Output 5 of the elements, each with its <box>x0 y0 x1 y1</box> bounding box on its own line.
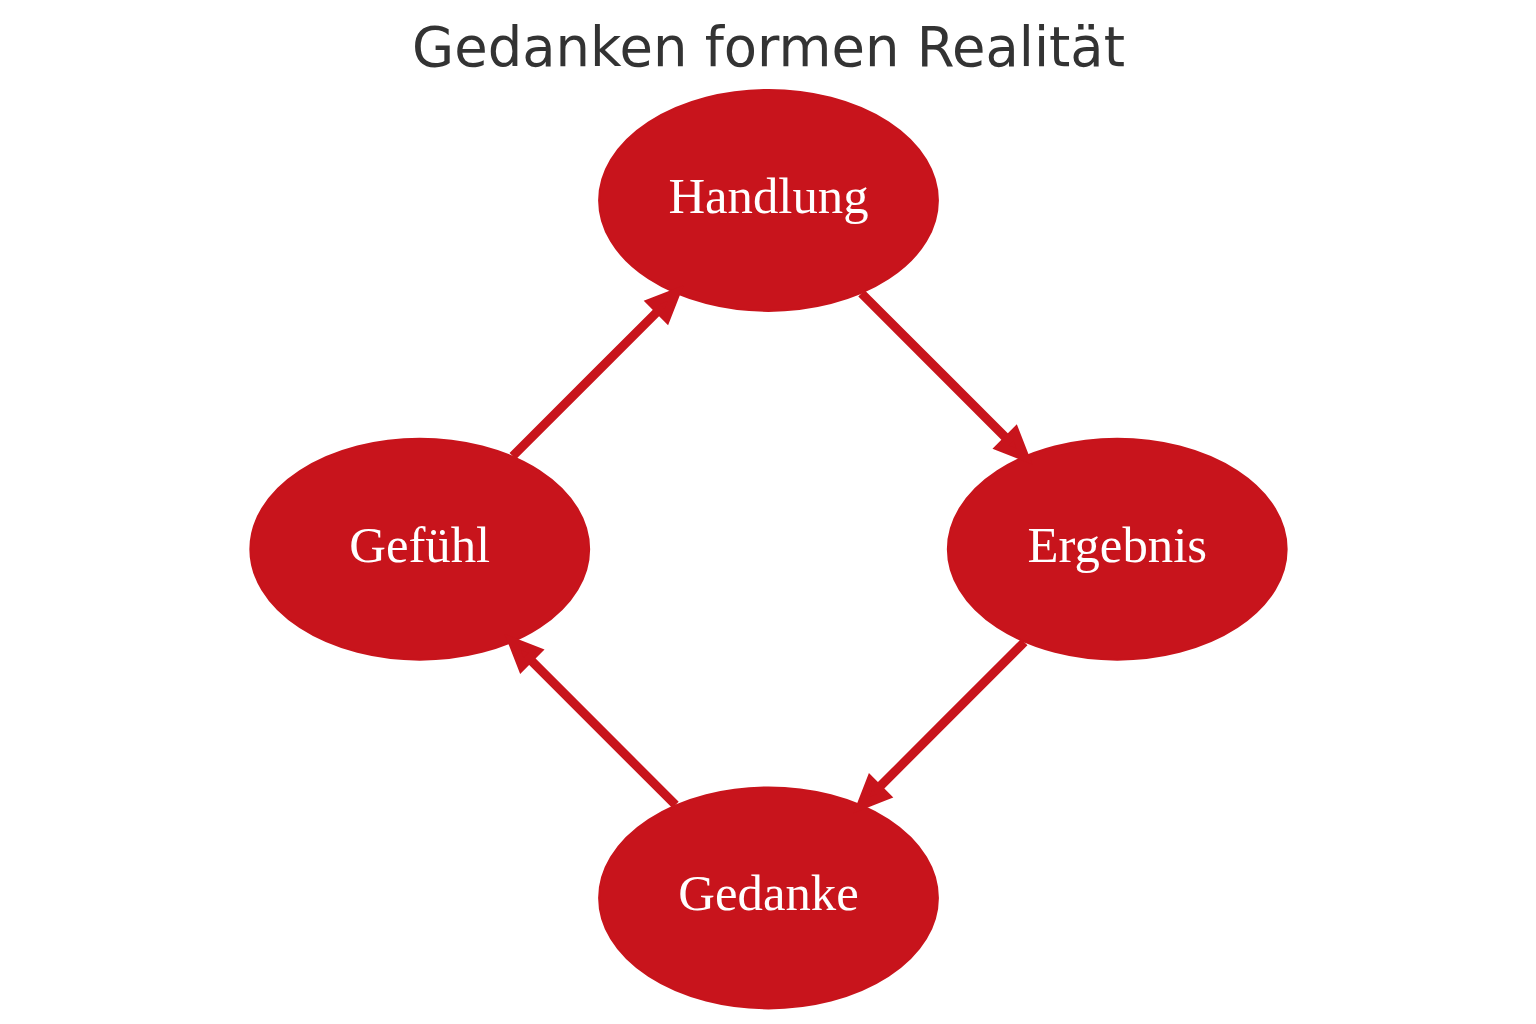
node-ellipse: Ergebnis <box>946 437 1288 661</box>
node-ellipse: Gefühl <box>248 437 590 661</box>
node-ellipse: Handlung <box>597 88 939 312</box>
diagram-title: Gedanken formen Realität <box>411 16 1125 80</box>
node-ellipse: Gedanke <box>597 786 939 1010</box>
